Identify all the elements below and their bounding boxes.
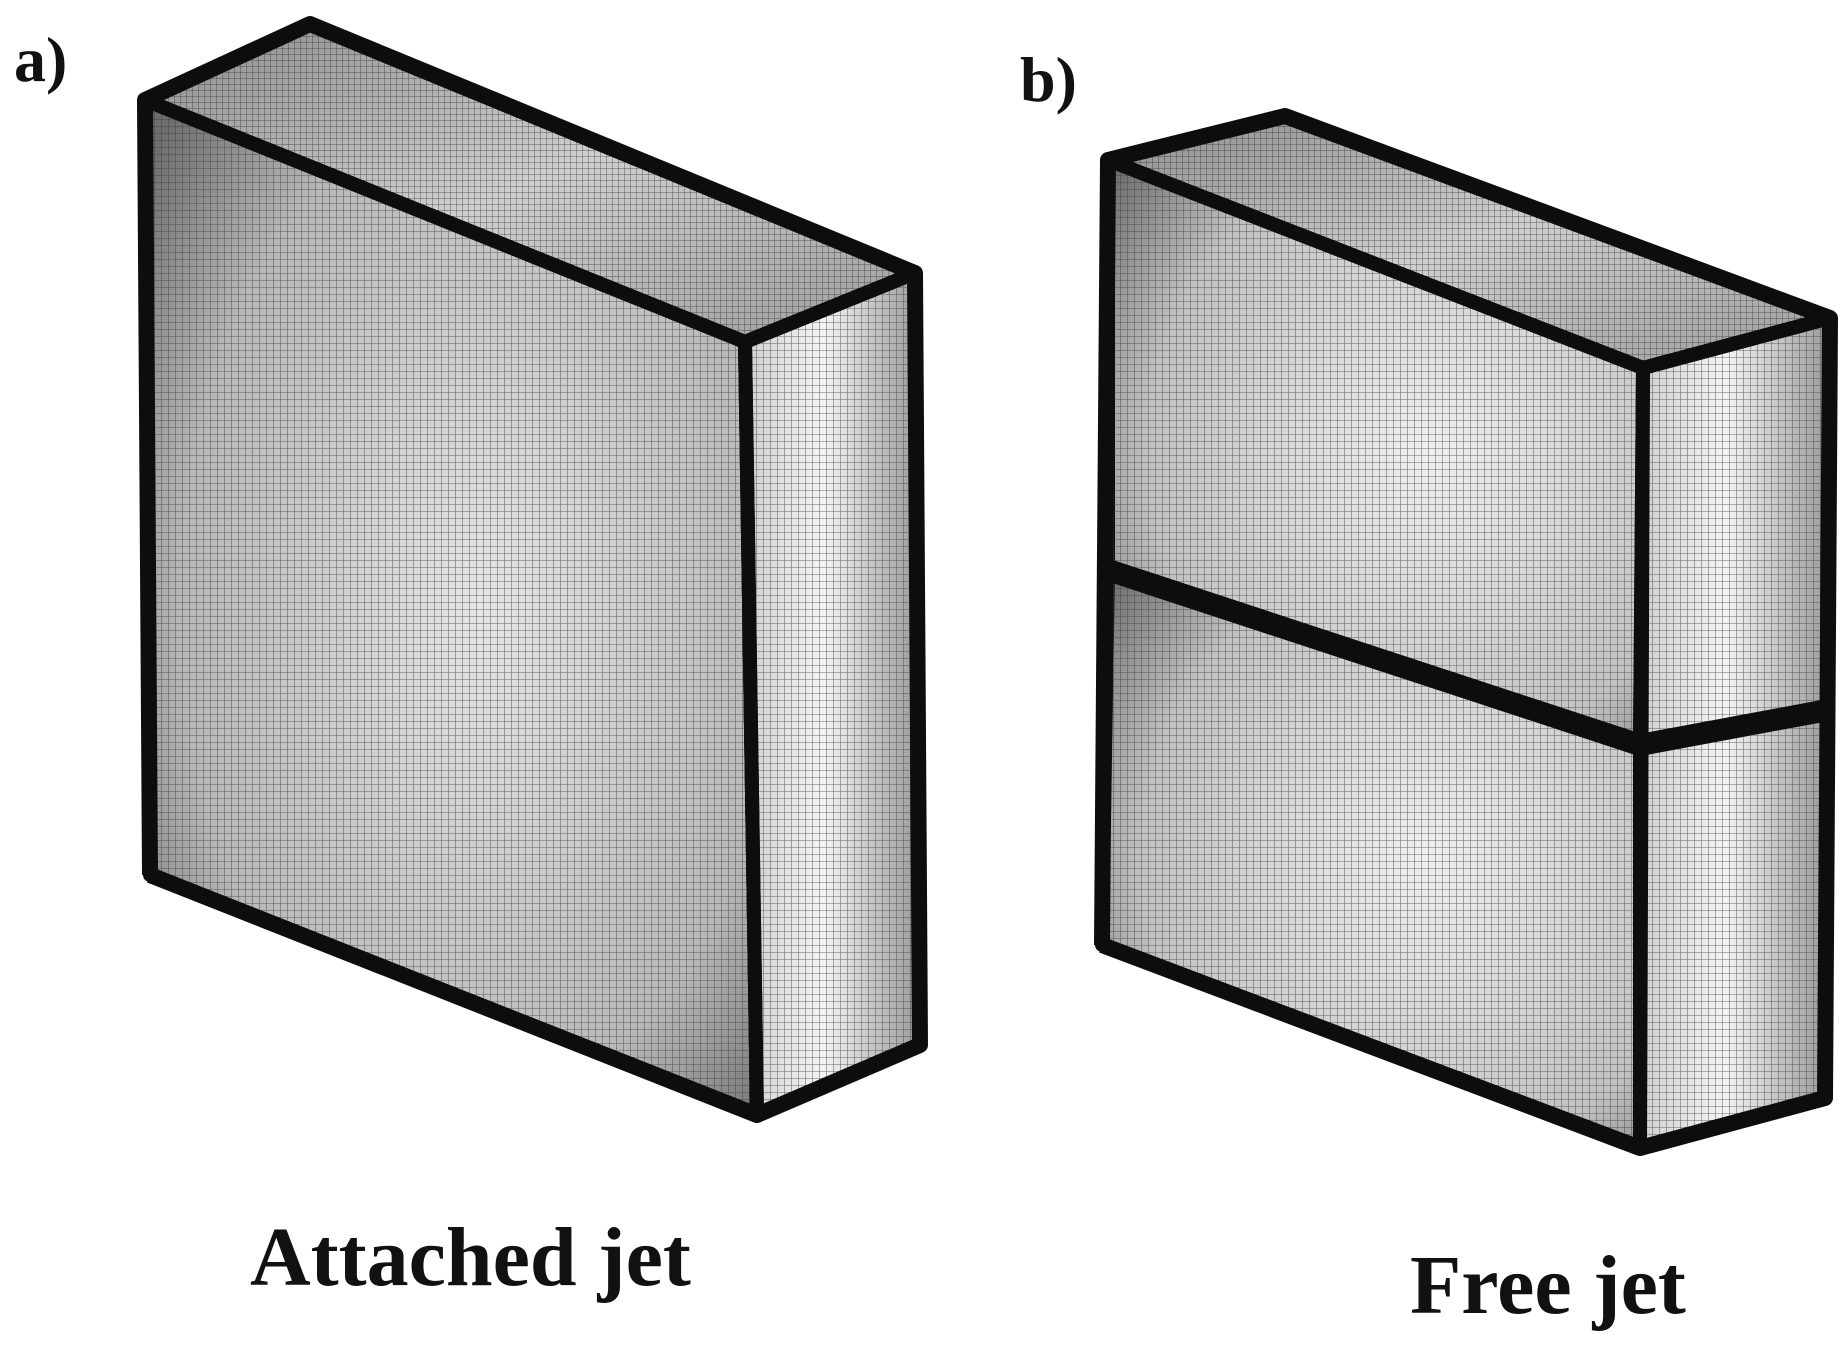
caption-free-jet: Free jet: [1410, 1239, 1686, 1332]
attached-jet-vertical-edge: [738, 341, 764, 1116]
caption-attached-jet: Attached jet: [250, 1211, 691, 1304]
free-jet-vertical-edge: [1633, 367, 1650, 1149]
free-jet-upper-front-mesh: [1108, 160, 1643, 745]
panel-label-b: b): [1020, 44, 1077, 115]
attached-jet-front-mesh: [145, 100, 757, 1115]
free-jet-top-mesh: [1108, 116, 1830, 368]
attached-jet-mesh: [137, 16, 928, 1123]
attached-jet-side-mesh: [745, 273, 920, 1115]
free-jet-lower-front-mesh: [1102, 570, 1640, 1148]
free-jet-upper-side-mesh: [1640, 318, 1830, 745]
free-jet-lower-side-mesh: [1640, 710, 1828, 1148]
free-jet-mesh: [1094, 108, 1838, 1156]
free-jet-block-separator: [1104, 559, 1831, 756]
panel-label-a: a): [14, 24, 68, 95]
attached-jet-top-mesh: [145, 24, 915, 342]
